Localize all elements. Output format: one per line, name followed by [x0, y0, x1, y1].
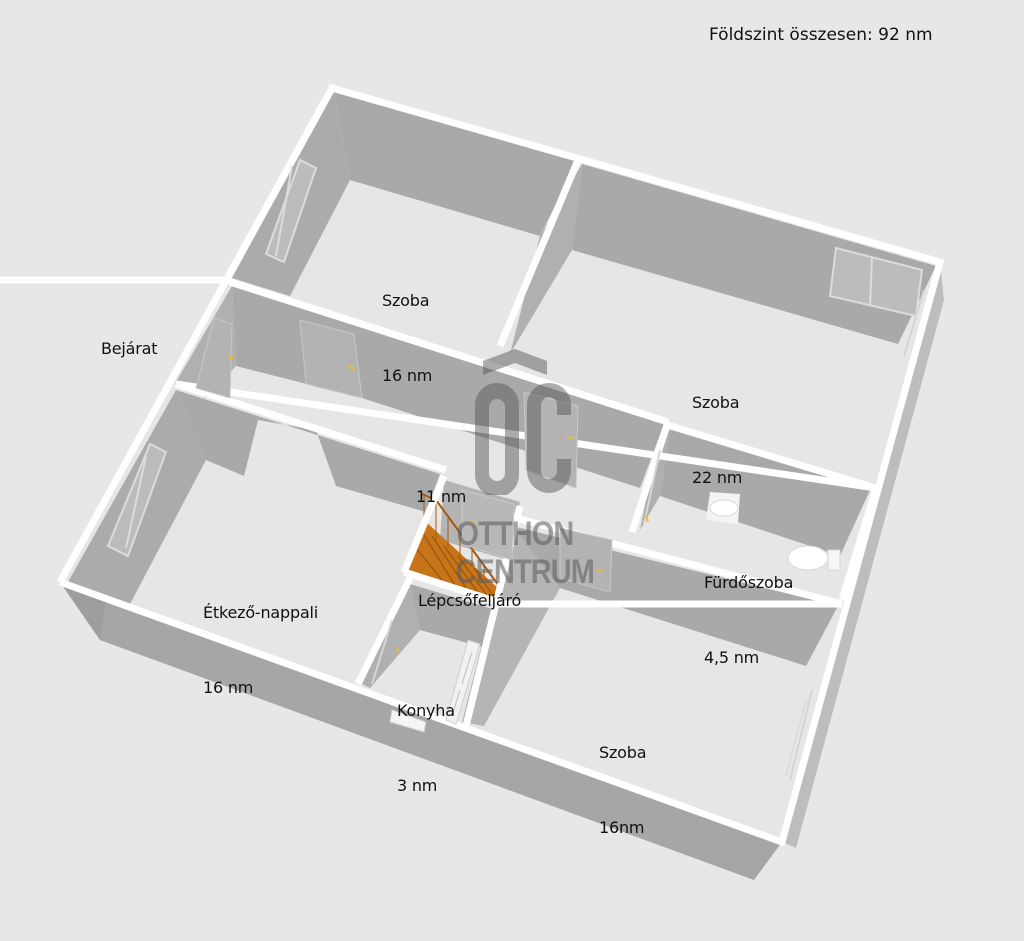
stair-balusters — [423, 496, 485, 578]
floor-total-title: Földszint összesen: 92 nm — [709, 25, 933, 45]
room-label-hallway: 11 nm — [416, 434, 466, 534]
room-label-szoba-16-bottom: Szoba 16nm — [599, 690, 647, 865]
door-kitchen — [371, 619, 400, 685]
staircase — [406, 520, 500, 604]
room-name: Szoba — [692, 393, 740, 412]
door-stair — [461, 489, 515, 561]
wall-kitchen-left — [362, 584, 420, 688]
room-area: 11 nm — [416, 487, 467, 506]
room-area: 16nm — [599, 818, 645, 837]
door-bathroom — [643, 449, 661, 525]
room-label-szoba-16-top: Szoba 16 nm — [382, 238, 432, 413]
room-area: 16 nm — [203, 678, 254, 697]
wall-room8-left — [462, 526, 560, 726]
window-kitchen — [389, 709, 427, 733]
wall-kitchen-back — [410, 584, 496, 648]
door-room8 — [559, 527, 613, 593]
room-label-szoba-22: Szoba 22 nm — [692, 340, 742, 515]
room-area: 3 nm — [397, 776, 438, 795]
wall-room2-left — [510, 164, 582, 354]
bathroom-sink — [706, 492, 740, 524]
room-area: 4,5 nm — [704, 648, 760, 667]
bathroom-toilet — [787, 545, 841, 571]
room-name: Fürdőszoba — [704, 573, 794, 592]
room-label-lepcsofeljaro: Lépcsőfeljáró — [418, 538, 521, 638]
door-entrance — [195, 317, 233, 399]
room-label-furdoszoba: Fürdőszoba 4,5 nm — [704, 520, 793, 695]
wall-dining-back — [176, 390, 440, 512]
door-room1 — [299, 319, 363, 399]
wall-room1-back — [334, 92, 578, 236]
room-area: 22 nm — [692, 468, 743, 487]
wall-tops-interior — [174, 278, 878, 608]
room-name: Konyha — [397, 701, 455, 720]
wall-bath-back — [660, 426, 870, 556]
room-name: Szoba — [382, 291, 430, 310]
room-label-konyha: Konyha 3 nm — [397, 648, 455, 823]
room-label-etkezo-nappali: Étkező-nappali 16 nm — [203, 550, 318, 725]
room-name: Lépcsőfeljáró — [418, 591, 522, 610]
window-left-bottom — [106, 442, 168, 558]
window-right-lower — [785, 689, 813, 781]
room-name: Étkező-nappali — [203, 603, 319, 622]
window-right-upper — [903, 289, 925, 357]
room-area: 16 nm — [382, 366, 433, 385]
stair-treads — [415, 531, 497, 603]
window-left-top — [264, 158, 318, 264]
entrance-label: Bejárat — [101, 339, 158, 358]
room-name: Szoba — [599, 743, 647, 762]
kitchen-cabinet — [445, 639, 481, 725]
